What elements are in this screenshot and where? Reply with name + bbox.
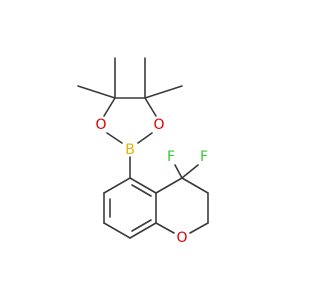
bond-cf2-ch2a [181,177,209,194]
bond-methyl-c1b [77,85,116,99]
bond-double-inner-1 [131,184,152,197]
bond-o-right-b [137,132,153,144]
atom-oxygen-ring: O [176,230,187,246]
bond-ar2-cf2 [155,177,183,194]
atom-oxygen-left: O [95,117,106,133]
bond-ar1-ar2 [129,177,157,194]
bond-double-inner-2 [131,219,152,232]
atom-fluorine-right: F [200,149,208,165]
atom-fluorine-left: F [167,149,175,165]
bond-o-left-b [106,132,123,144]
bond-ar4-ar5 [103,222,131,239]
bond-c-f-left [174,164,183,179]
bond-ch2b-o-ring [189,222,209,234]
bond-c1-o-left [103,97,116,117]
bond-c2-o-right [144,97,157,117]
bonds [77,57,209,239]
atom-boron: B [125,142,135,158]
molecule-structure: B O O O F F [77,57,209,246]
bond-o-ring-ar3 [155,222,175,234]
bond-ar6-ar1 [103,177,131,194]
bond-methyl-c2b [144,85,183,99]
bond-ar3-ar4 [129,222,157,239]
bond-c-f-right [181,164,199,179]
atom-oxygen-right: O [153,117,164,133]
atom-labels: B O O O F F [95,117,208,246]
